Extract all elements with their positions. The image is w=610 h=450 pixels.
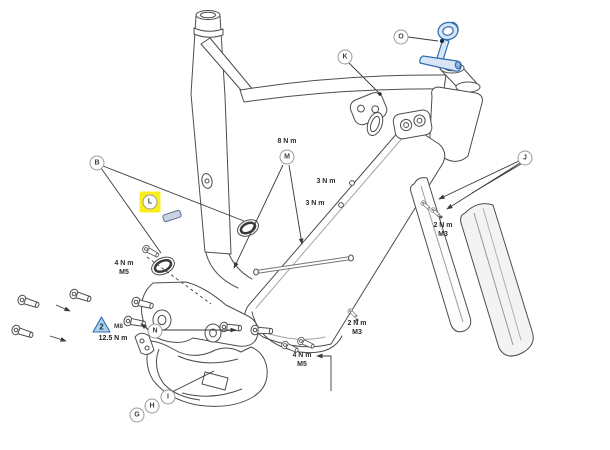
fasteners <box>10 199 443 355</box>
leader-lines <box>49 36 522 393</box>
callout-I[interactable]: I <box>160 389 176 405</box>
callout-letter: K <box>337 49 353 65</box>
callout-G[interactable]: G <box>129 407 145 423</box>
callout-letter: I <box>160 389 176 405</box>
callout-letter: O <box>393 29 409 45</box>
callout-M[interactable]: M <box>279 149 295 165</box>
callout-letter: G <box>129 407 145 423</box>
torque-label: 3 N m <box>316 178 336 185</box>
callout-letter: M <box>279 149 295 165</box>
callout-B[interactable]: B <box>89 155 105 171</box>
callout-letter: H <box>144 398 160 414</box>
accent-part-blue <box>419 21 462 72</box>
callout-letter: N <box>147 323 163 339</box>
callout-letter: L <box>142 194 158 210</box>
callout-O[interactable]: O <box>393 29 409 45</box>
torque-warning: 2 M8 12.5 N m <box>92 316 134 342</box>
torque-label: 8 N m <box>277 138 297 145</box>
callout-H[interactable]: H <box>144 398 160 414</box>
main-frame <box>190 10 483 354</box>
callout-K[interactable]: K <box>337 49 353 65</box>
callout-J[interactable]: J <box>517 150 533 166</box>
warning-torque-value: 12.5 N m <box>98 335 128 342</box>
torque-warning-row: 2 M8 <box>92 316 134 333</box>
callout-letter: J <box>517 150 533 166</box>
warning-bolt-size: M8 <box>114 323 124 330</box>
skid-plate <box>134 332 268 407</box>
warning-number: 2 <box>99 323 104 332</box>
callout-L[interactable]: L <box>139 191 161 213</box>
torque-label: 3 N m <box>305 200 325 207</box>
callout-letter: B <box>89 155 105 171</box>
warning-triangle-icon: 2 <box>92 316 111 333</box>
charge-port <box>392 109 433 140</box>
callout-N[interactable]: N <box>147 323 163 339</box>
